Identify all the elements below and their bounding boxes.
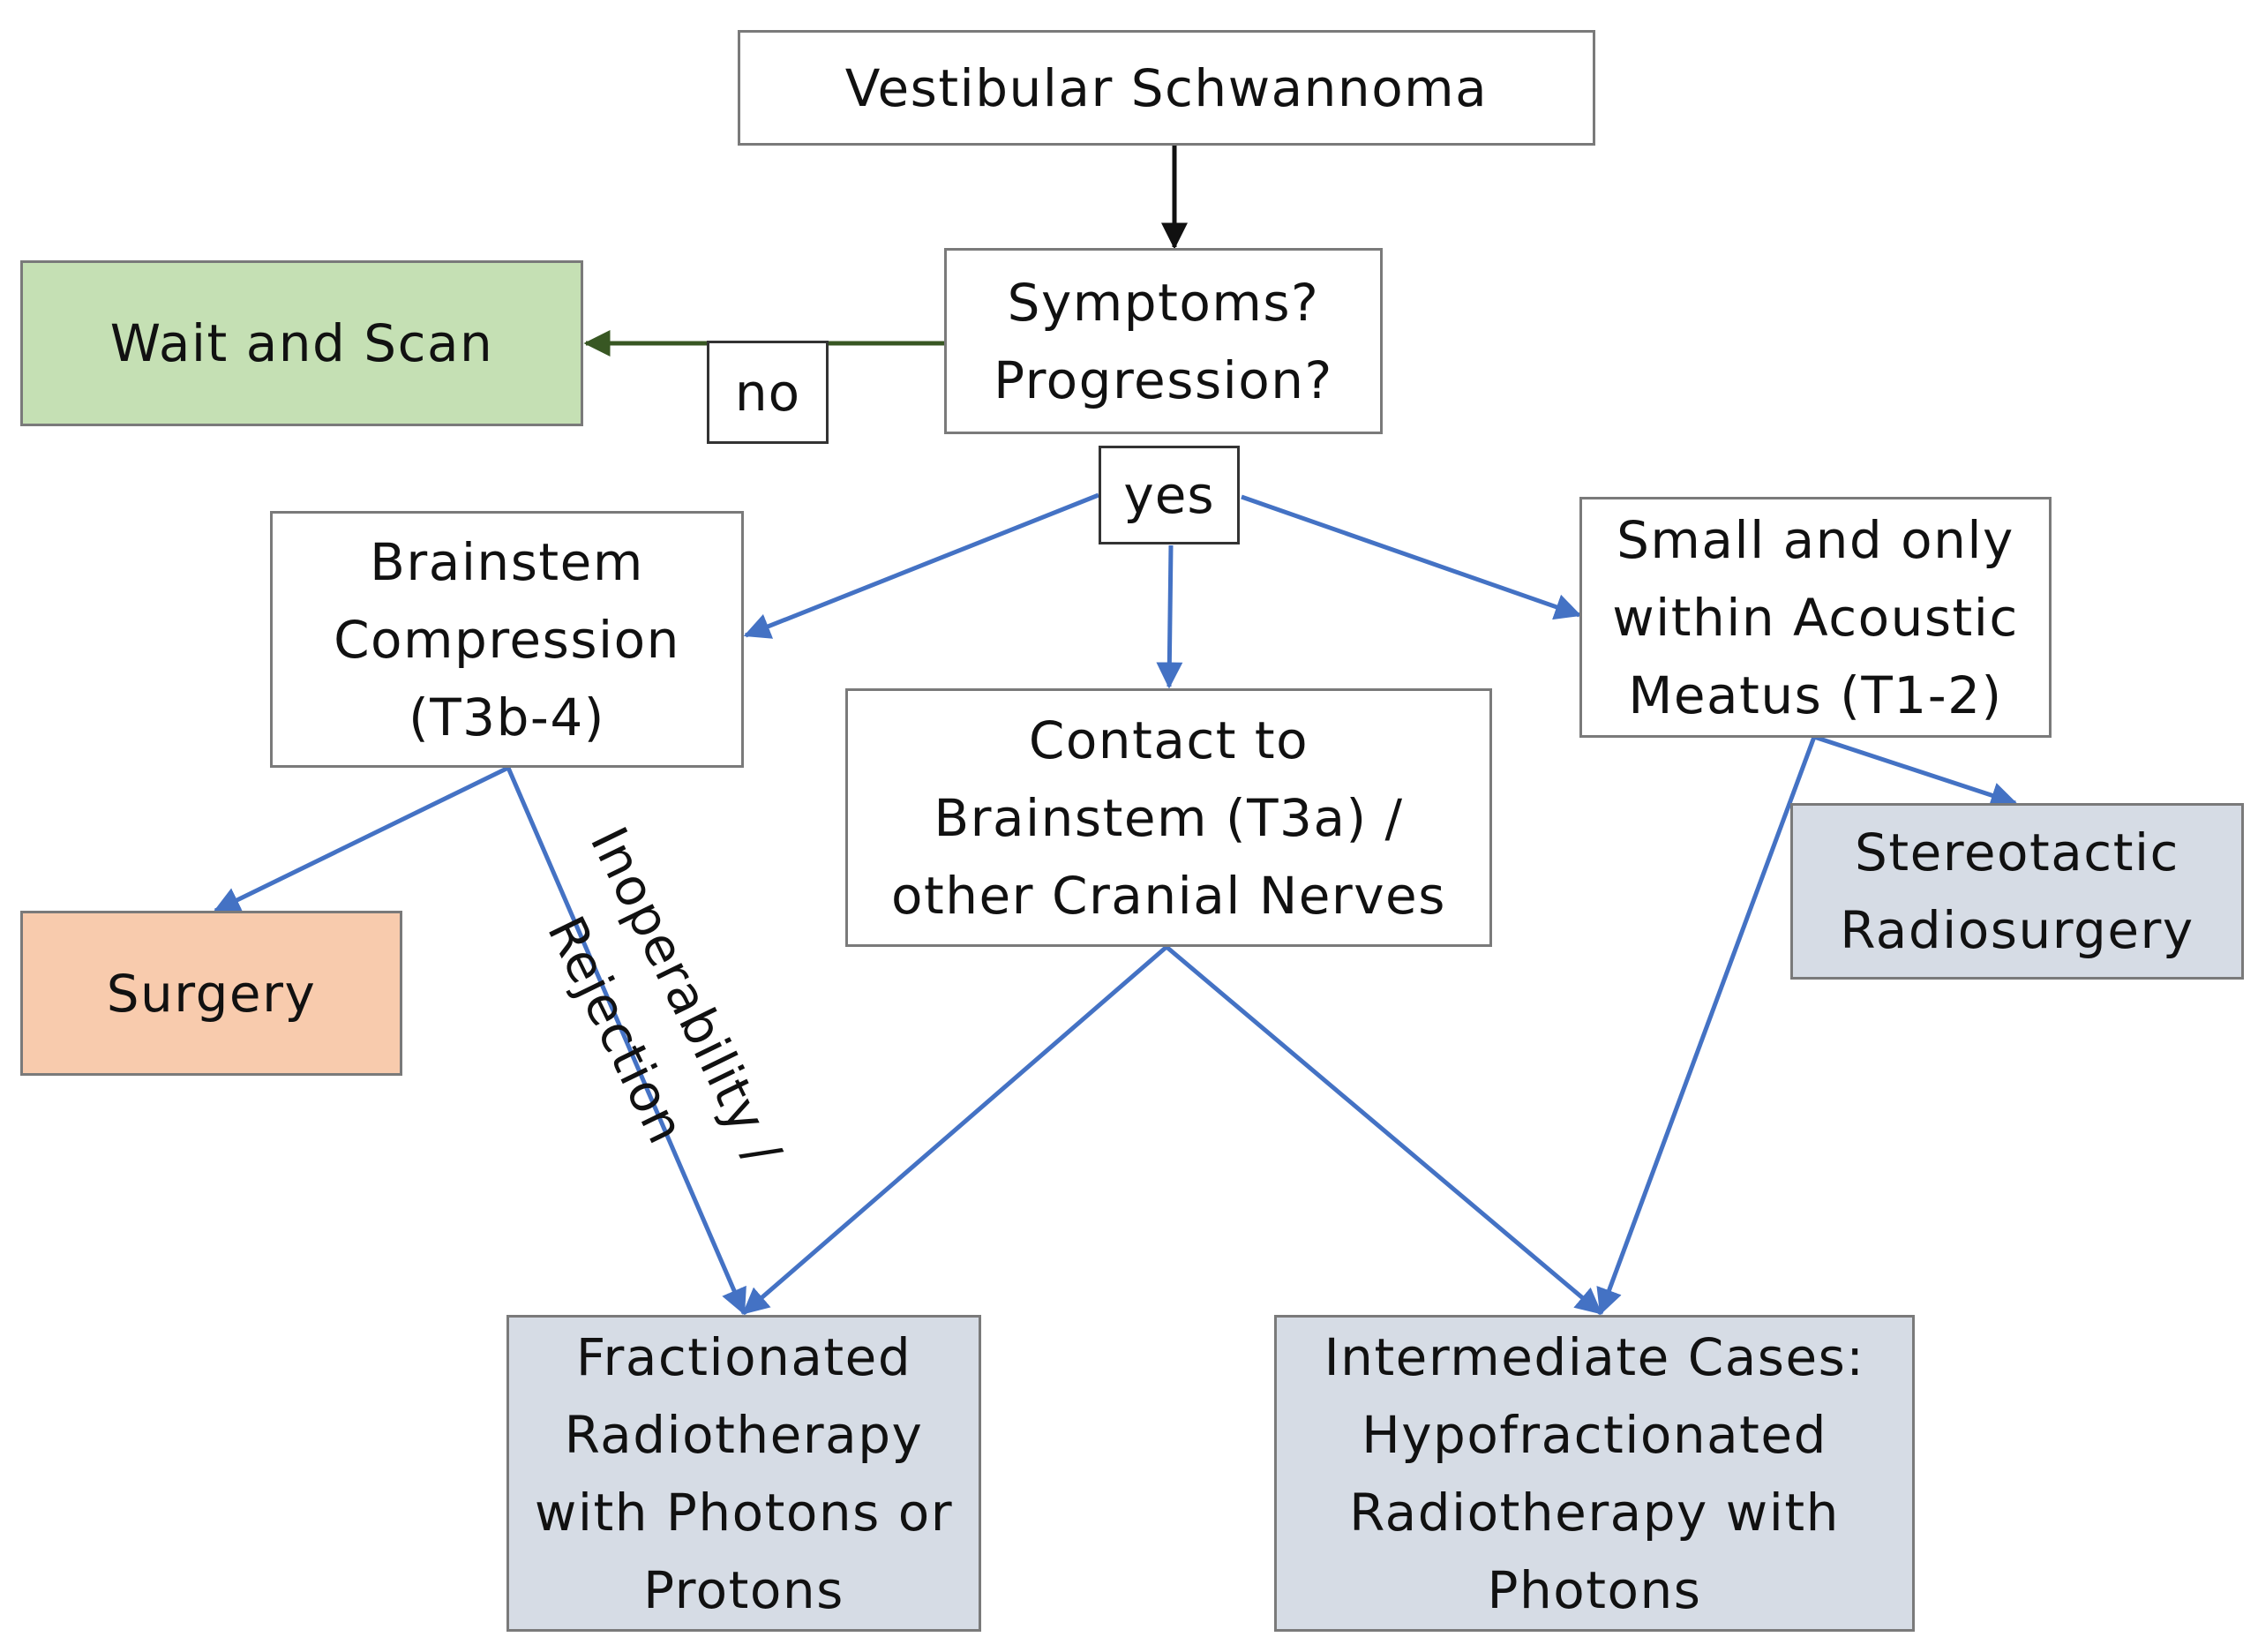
- node-brainstem-compression: Brainstem Compression (T3b-4): [270, 511, 744, 768]
- arrow-yes-to-small-meatus: [1241, 494, 1582, 620]
- node-vestibular-schwannoma: Vestibular Schwannoma: [738, 30, 1595, 146]
- node-surgery: Surgery: [20, 911, 402, 1076]
- arrow-small-to-intermediate: [1596, 736, 1817, 1316]
- node-intermediate-cases: Intermediate Cases: Hypofractionated Rad…: [1274, 1315, 1915, 1632]
- node-small-within-meatus: Small and only within Acoustic Meatus (T…: [1579, 497, 2052, 738]
- node-symptoms-progression: Symptoms? Progression?: [944, 248, 1383, 434]
- node-stereotactic-radiosurgery: Stereotactic Radiosurgery: [1790, 803, 2244, 980]
- arrow-contact-to-intermediate: [1165, 945, 1602, 1315]
- label-no: no: [707, 341, 829, 444]
- arrow-contact-to-fractionated: [742, 945, 1168, 1315]
- arrow-small-to-stereotactic: [1813, 734, 2018, 808]
- arrow-brainstem-to-fractionated: [506, 767, 746, 1316]
- label-yes: yes: [1099, 446, 1240, 544]
- arrow-yes-to-brainstem-compression: [743, 492, 1099, 639]
- node-wait-and-scan: Wait and Scan: [20, 260, 583, 426]
- arrow-brainstem-to-surgery: [213, 765, 510, 913]
- arrow-yes-to-contact-brainstem: [1156, 544, 1183, 689]
- node-fractionated-radiotherapy: Fractionated Radiotherapy with Photons o…: [506, 1315, 981, 1632]
- node-contact-to-brainstem: Contact to Brainstem (T3a) / other Crani…: [845, 688, 1492, 947]
